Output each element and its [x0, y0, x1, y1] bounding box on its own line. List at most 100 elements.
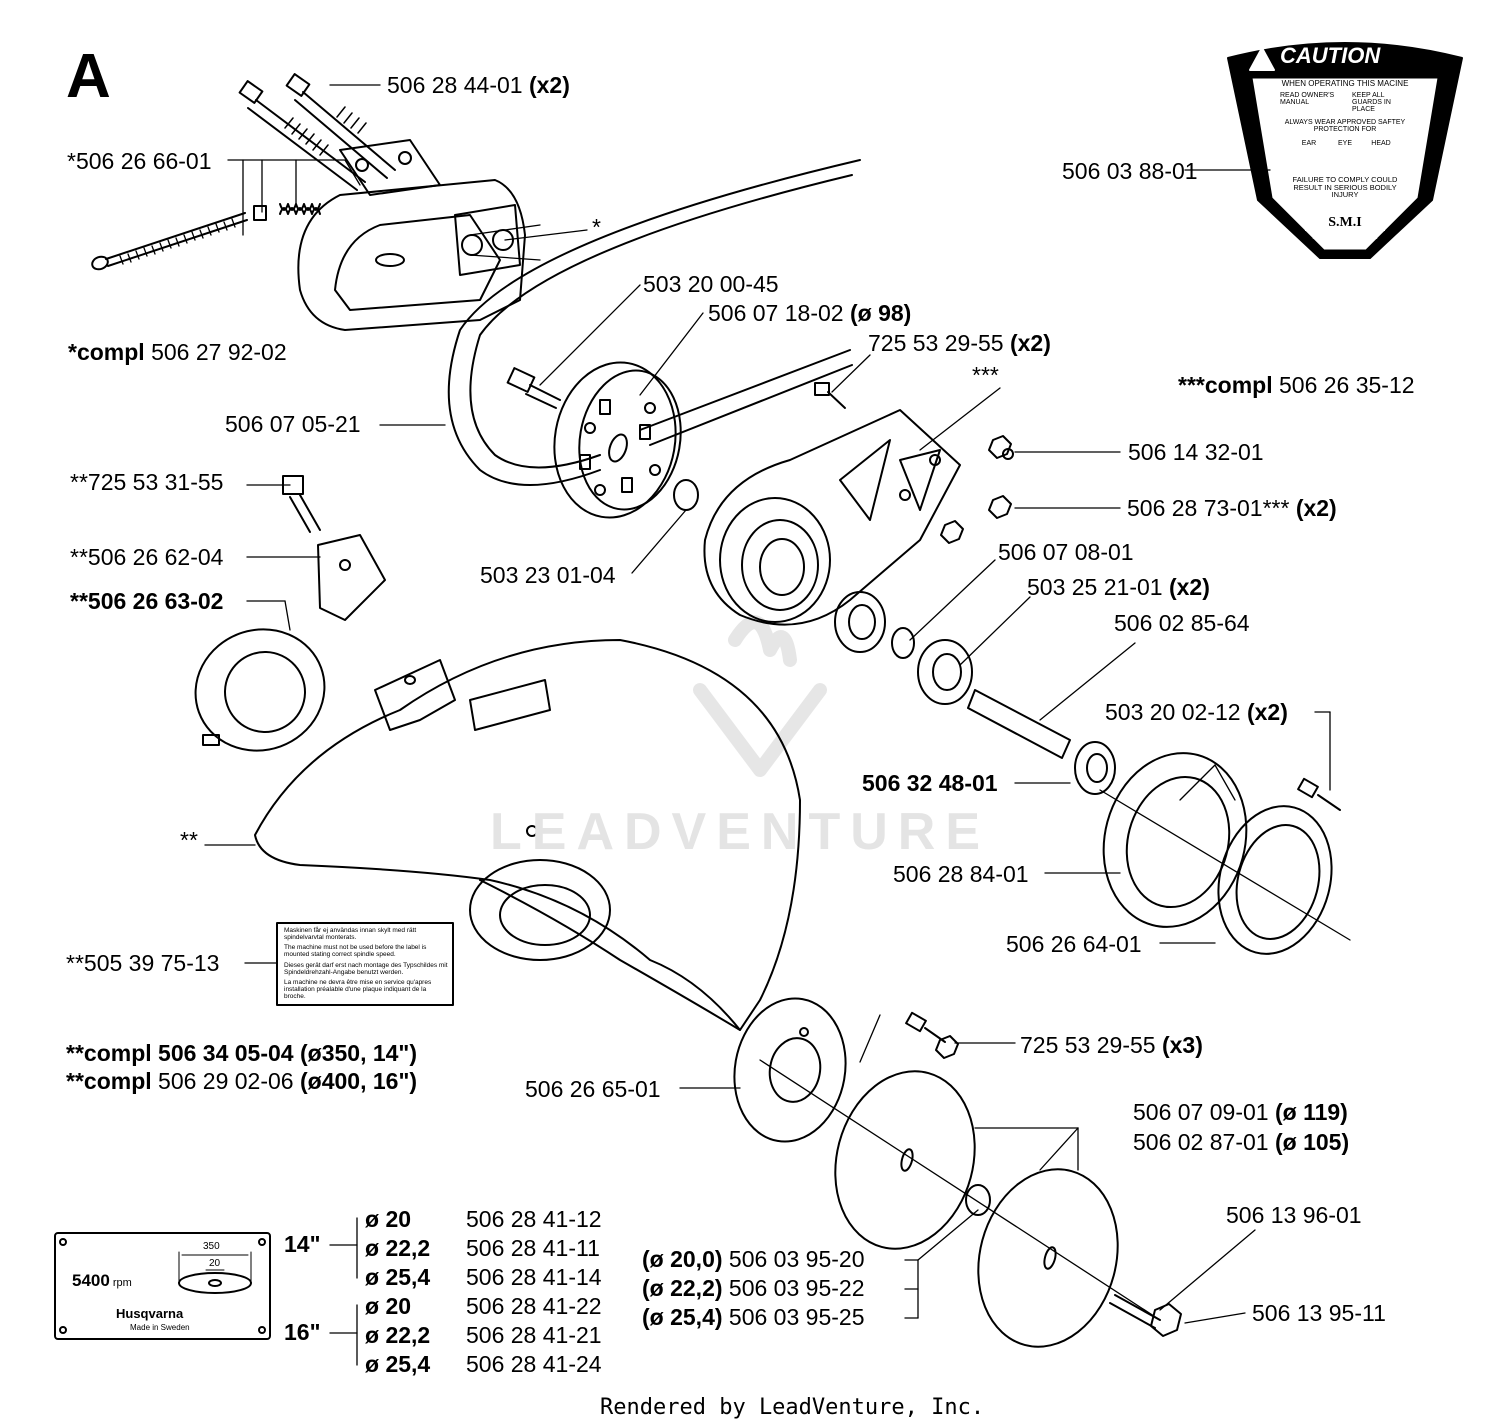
inner-flange-icon	[733, 997, 847, 1143]
arbor-part[interactable]: 506 28 41-14	[466, 1264, 602, 1290]
label-506-03-88-01[interactable]: 506 03 88-01	[1062, 158, 1198, 184]
label-506-26-62-04[interactable]: **506 26 62-04	[70, 544, 224, 570]
label-506-07-18-02[interactable]: 506 07 18-02 (ø 98)	[708, 300, 912, 326]
caution-decal-icon	[1227, 42, 1463, 259]
arbor-part[interactable]: 506 28 41-12	[466, 1206, 602, 1232]
caution-keep: KEEP ALL GUARDS IN PLACE	[1352, 92, 1391, 113]
arbor-part[interactable]: 506 28 41-21	[466, 1322, 602, 1348]
pulley-icon	[553, 361, 682, 519]
label-506-02-85-64[interactable]: 506 02 85-64	[1114, 610, 1250, 636]
arbor-dia: ø 20	[365, 1206, 412, 1232]
warning-label-frame	[276, 922, 454, 1006]
caution-smi: S.M.I	[1305, 215, 1385, 231]
arbor-dia: ø 25,4	[365, 1264, 431, 1290]
label-506-13-95-11[interactable]: 506 13 95-11	[1252, 1300, 1386, 1326]
watermark-logo-icon	[693, 615, 827, 777]
label-506-28-73-01[interactable]: 506 28 73-01*** (x2)	[1127, 495, 1337, 521]
label-506-07-08-01[interactable]: 506 07 08-01	[998, 539, 1134, 565]
label-506-14-32-01[interactable]: 506 14 32-01	[1128, 439, 1264, 465]
flange-screw-icon	[905, 1011, 959, 1059]
label-compl-506-34-05-04[interactable]: **compl 506 34 05-04 (ø350, 14")	[66, 1040, 417, 1066]
warning-line: Dieses gerät darf erst nach montage des …	[284, 961, 448, 976]
arbor-part[interactable]: 506 28 41-11	[466, 1235, 600, 1261]
plate-made-in: Made in Sweden	[130, 1323, 190, 1332]
label-725-53-29-55-x3[interactable]: 725 53 29-55 (x3)	[1020, 1032, 1203, 1058]
arbor-dia: ø 22,2	[365, 1235, 431, 1261]
watermark-text: LEADVENTURE	[490, 803, 991, 861]
leader-lines	[204, 84, 1331, 1366]
guard-clamp-icon	[282, 475, 456, 731]
caution-title: CAUTION	[1280, 43, 1381, 68]
arbor-bolt-icon	[1109, 1294, 1182, 1337]
bolt-pair-icon	[238, 73, 396, 191]
outer-disc-icon	[759, 1059, 1161, 1348]
label-503-23-01-04[interactable]: 503 23 01-04	[480, 562, 616, 588]
label-505-39-75-13[interactable]: **505 39 75-13	[66, 950, 220, 976]
label-503-25-21-01[interactable]: 503 25 21-01 (x2)	[1027, 574, 1210, 600]
label-506-26-64-01[interactable]: 506 26 64-01	[1006, 931, 1142, 957]
washer-icon	[673, 479, 699, 511]
warning-line: La machine ne devra être mise en service…	[284, 978, 432, 1001]
arbor-part[interactable]: 506 28 41-24	[466, 1351, 602, 1377]
outer-flange-icon	[1099, 752, 1351, 955]
label-506-07-09-01[interactable]: 506 07 09-01 (ø 119)	[1133, 1099, 1348, 1125]
plate-dim-inner: 20	[209, 1258, 221, 1269]
caution-eye: EYE	[1337, 140, 1352, 147]
footer-credit: Rendered by LeadVenture, Inc.	[600, 1395, 985, 1420]
bushing-row[interactable]: (ø 25,4) 506 03 95-25	[642, 1304, 865, 1330]
label-star-marker: *	[592, 214, 601, 240]
label-506-28-44-01[interactable]: 506 28 44-01 (x2)	[387, 72, 570, 98]
label-506-02-87-01[interactable]: 506 02 87-01 (ø 105)	[1133, 1129, 1350, 1155]
spec-plate-icon	[54, 1232, 271, 1340]
label-506-26-65-01[interactable]: 506 26 65-01	[525, 1076, 661, 1102]
warning-line: Maskinen får ej användas innan skylt med…	[284, 927, 417, 942]
label-506-32-48-01[interactable]: 506 32 48-01	[862, 770, 998, 796]
arbor-size-14: 14"	[284, 1231, 321, 1257]
caution-institute: MANUFACTURERS INSTITUTE	[1312, 235, 1378, 240]
flange-bolt-icon	[1297, 777, 1341, 811]
plate-rpm: 5400 rpm	[72, 1271, 132, 1290]
label-506-26-66-01[interactable]: *506 26 66-01	[67, 148, 212, 174]
section-letter: A	[66, 42, 111, 111]
arbor-dia: ø 20	[365, 1293, 412, 1319]
arbor-dia: ø 22,2	[365, 1322, 431, 1348]
bearing-housing-icon	[703, 409, 961, 626]
label-triple-star: ***	[972, 362, 999, 388]
label-506-13-96-01[interactable]: 506 13 96-01	[1226, 1202, 1362, 1228]
plate-brand: Husqvarna	[116, 1306, 184, 1321]
housing-screws-icon	[814, 382, 1014, 544]
label-506-28-84-01[interactable]: 506 28 84-01	[893, 861, 1029, 887]
label-compl-506-29-02-06[interactable]: **compl 506 29 02-06 (ø400, 16")	[66, 1068, 418, 1094]
caution-failure: FAILURE TO COMPLY COULD RESULT IN SERIOU…	[1292, 175, 1398, 199]
caution-read: READ OWNER'S MANUAL	[1280, 92, 1335, 106]
caution-head: HEAD	[1371, 140, 1391, 147]
blade-guard-icon	[254, 639, 801, 1031]
guard-ring-icon	[194, 628, 326, 752]
label-503-20-00-45[interactable]: 503 20 00-45	[643, 271, 779, 297]
arbor-part[interactable]: 506 28 41-22	[466, 1293, 602, 1319]
label-506-26-63-02[interactable]: **506 26 63-02	[70, 588, 224, 614]
label-double-star: **	[180, 827, 198, 853]
belt-guard-icon	[297, 139, 541, 331]
label-compl-506-27-92-02[interactable]: *compl 506 27 92-02	[68, 339, 287, 365]
label-725-53-29-55[interactable]: 725 53 29-55 (x2)	[868, 330, 1051, 356]
label-506-07-05-21[interactable]: 506 07 05-21	[225, 411, 361, 437]
tension-screw-icon	[91, 203, 321, 271]
warning-line: The machine must not be used before the …	[284, 944, 427, 959]
bushing-row[interactable]: (ø 22,2) 506 03 95-22	[642, 1275, 865, 1301]
bearing-icon	[834, 591, 973, 705]
label-503-20-02-12[interactable]: 503 20 02-12 (x2)	[1105, 699, 1288, 725]
bushing-row[interactable]: (ø 20,0) 506 03 95-20	[642, 1246, 865, 1272]
arbor-dia: ø 25,4	[365, 1351, 431, 1377]
warning-label-text: Maskinen får ej användas innan skylt med…	[284, 927, 449, 1000]
pulley-bolt-icon	[506, 367, 561, 409]
label-compl-506-26-35-12[interactable]: ***compl 506 26 35-12	[1178, 372, 1415, 398]
caution-line1: WHEN OPERATING THIS MACINE	[1281, 79, 1409, 88]
plate-dim-outer: 350	[203, 1241, 220, 1252]
label-725-53-31-55[interactable]: **725 53 31-55	[70, 469, 224, 495]
spindle-shaft-icon	[967, 689, 1116, 795]
arbor-size-16: 16"	[284, 1319, 321, 1345]
caution-wear: ALWAYS WEAR APPROVED SAFTEY PROTECTION F…	[1284, 119, 1406, 133]
